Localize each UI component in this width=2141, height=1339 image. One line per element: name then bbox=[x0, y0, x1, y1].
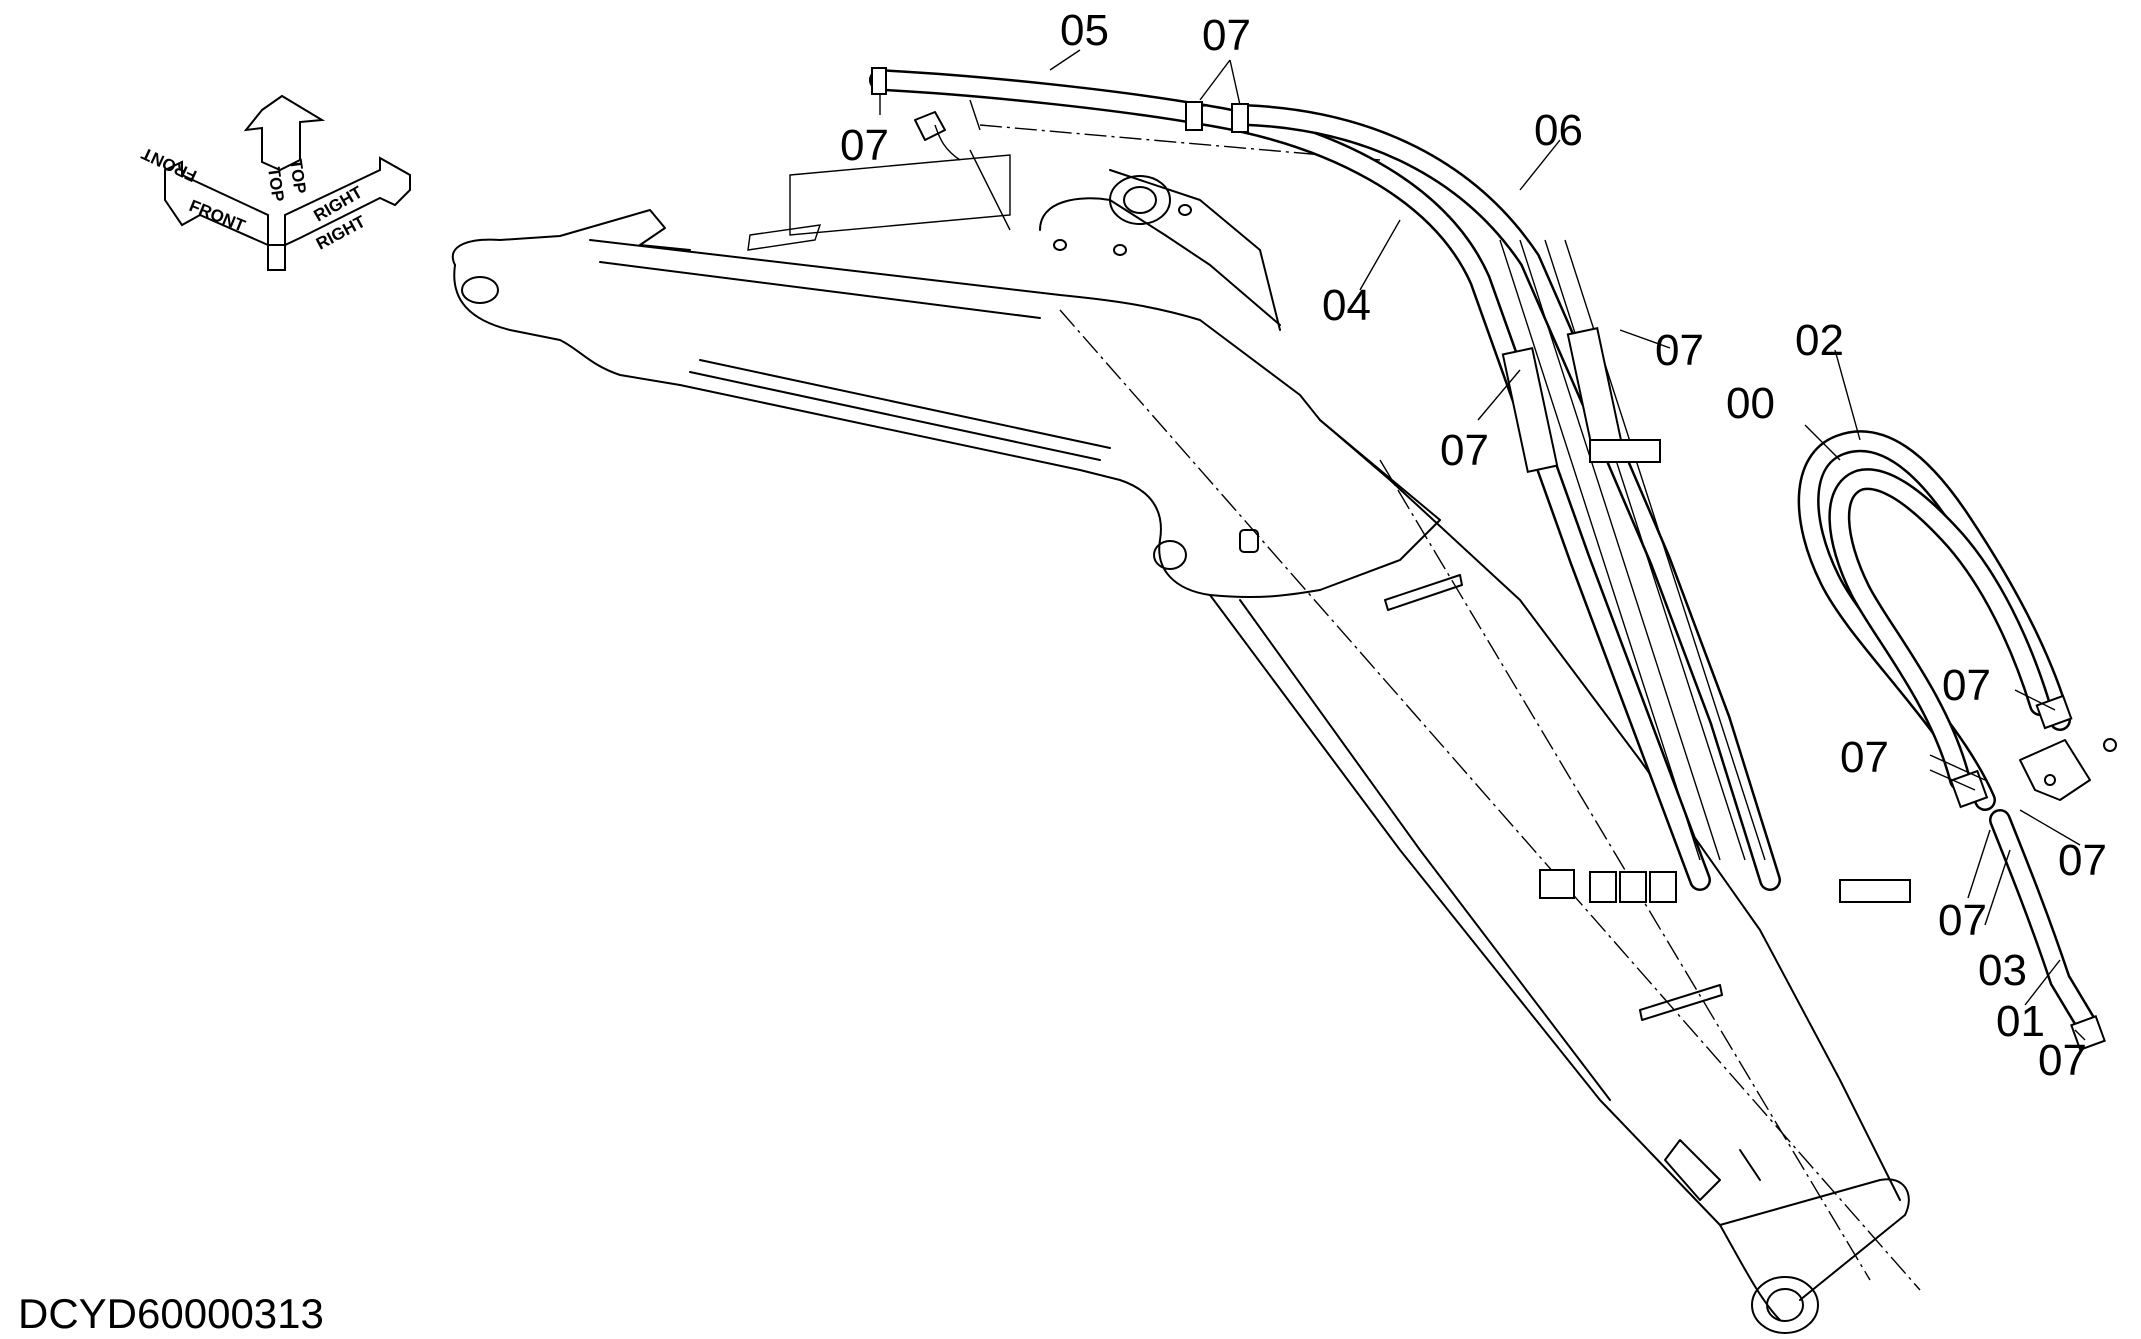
hose-clamps bbox=[871, 67, 1911, 903]
drawing-code: DCYD60000313 bbox=[18, 1290, 324, 1337]
part-label-07-top: 07 bbox=[1202, 11, 1251, 60]
hose-05 bbox=[869, 69, 1216, 126]
orientation-label-top-2: TOP bbox=[286, 158, 310, 195]
part-label-07-right-mid: 07 bbox=[1840, 733, 1889, 782]
hose-01-03 bbox=[1949, 694, 2117, 1051]
part-label-03: 03 bbox=[1978, 946, 2027, 995]
part-label-04: 04 bbox=[1322, 281, 1371, 330]
hose-04 bbox=[1194, 104, 1711, 891]
part-label-00: 00 bbox=[1726, 379, 1775, 428]
orientation-label-top-1: TOP bbox=[264, 166, 288, 203]
part-labels: 05 07 07 06 04 07 07 02 00 07 07 07 07 0… bbox=[840, 6, 2107, 1085]
leader-lines bbox=[879, 49, 2086, 1041]
part-label-07-right-side: 07 bbox=[2058, 836, 2107, 885]
part-label-07-bottom: 07 bbox=[2038, 1036, 2087, 1085]
part-label-07-right-low: 07 bbox=[1938, 896, 1987, 945]
part-label-05: 05 bbox=[1060, 6, 1109, 55]
part-label-06: 06 bbox=[1534, 106, 1583, 155]
part-label-07-left: 07 bbox=[840, 121, 889, 170]
part-label-07-mid-left: 07 bbox=[1440, 426, 1489, 475]
hose-06 bbox=[1234, 104, 1781, 891]
orientation-arrows-icon: FRONT TOP TOP RIGHT FRONT RIGHT bbox=[138, 94, 411, 271]
part-label-07-mid-right: 07 bbox=[1655, 326, 1704, 375]
part-label-02: 02 bbox=[1795, 316, 1844, 365]
hose-00 bbox=[1828, 468, 2051, 791]
boom-body bbox=[451, 169, 1921, 1334]
hose-02 bbox=[1797, 430, 2071, 811]
part-label-07-right-upper: 07 bbox=[1942, 661, 1991, 710]
part-label-01: 01 bbox=[1996, 997, 2045, 1046]
